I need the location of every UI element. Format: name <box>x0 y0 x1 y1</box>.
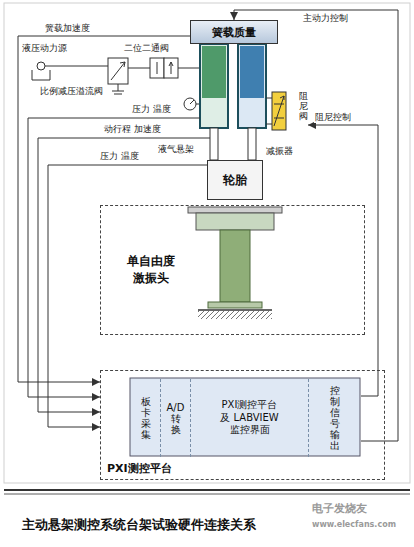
part-label: 二位二通阀 <box>124 43 169 54</box>
connector-label: 主动力控制 <box>302 13 349 24</box>
hydro-pneumatic-strut <box>200 44 228 160</box>
pxi-panel <box>130 378 360 456</box>
connector-label: 簧载加速度 <box>44 23 91 34</box>
caption-rule <box>4 494 410 495</box>
connector-label: 阻尼控制 <box>314 112 352 123</box>
tire-box: 轮胎 <box>207 160 263 200</box>
signal-connector <box>18 36 190 382</box>
ad-column: A/D转换 <box>161 379 191 457</box>
node-text: PXI测控平台 <box>107 461 172 476</box>
node-text: 簧载质量 <box>212 25 256 40</box>
monitor-column: PXI测控平台 及 LABVIEW 监控界面 <box>191 379 309 457</box>
part-label: 液压动力源 <box>22 43 67 54</box>
caption-rule <box>4 489 410 491</box>
shaker-region: 单自由度 激振头 <box>100 205 365 335</box>
damping-valve-symbol <box>272 92 286 130</box>
node-text: 轮胎 <box>223 172 247 189</box>
node-text: 阻尼阀 <box>299 92 308 122</box>
signal-label: 动行程 加速度 <box>104 124 161 135</box>
node-text: 单自由度 激振头 <box>123 253 179 287</box>
part-label: 液气悬架 <box>158 144 194 155</box>
pxi-platform: PXI测控平台 板卡采集 A/D转换 PXI测控平台 及 LABVIEW 监控界面 控制… <box>100 370 385 480</box>
damping-valve: 阻尼阀 <box>270 88 308 134</box>
watermark: www.elecfans.com <box>312 519 396 530</box>
watermark: 电子发烧友 <box>312 503 367 514</box>
shaker-illustration <box>188 207 282 319</box>
sensor-wire <box>28 118 210 427</box>
part-label: 比例减压溢流阀 <box>40 86 103 97</box>
node-text: PXI测控平台 及 LABVIEW 监控界面 <box>217 399 283 437</box>
damper <box>238 44 272 160</box>
node-text: 控制信号输出 <box>330 385 340 451</box>
signal-connector <box>308 125 378 396</box>
signal-connector <box>234 10 398 441</box>
signal-label: 压力 温度 <box>132 104 171 115</box>
sprung-mass-box: 簧载质量 <box>190 20 278 44</box>
pressure-gauge <box>184 98 200 110</box>
part-label: 减振器 <box>266 146 293 157</box>
frame <box>4 3 410 483</box>
signal-label: 压力 温度 <box>100 151 139 162</box>
node-text: 板卡采集 <box>141 396 151 440</box>
output-column: 控制信号输出 <box>309 379 361 457</box>
caption: 主动悬架测控系统台架试验硬件连接关系 <box>22 516 256 534</box>
node-text: A/D转换 <box>166 402 185 435</box>
acquisition-column: 板卡采集 <box>131 379 161 457</box>
